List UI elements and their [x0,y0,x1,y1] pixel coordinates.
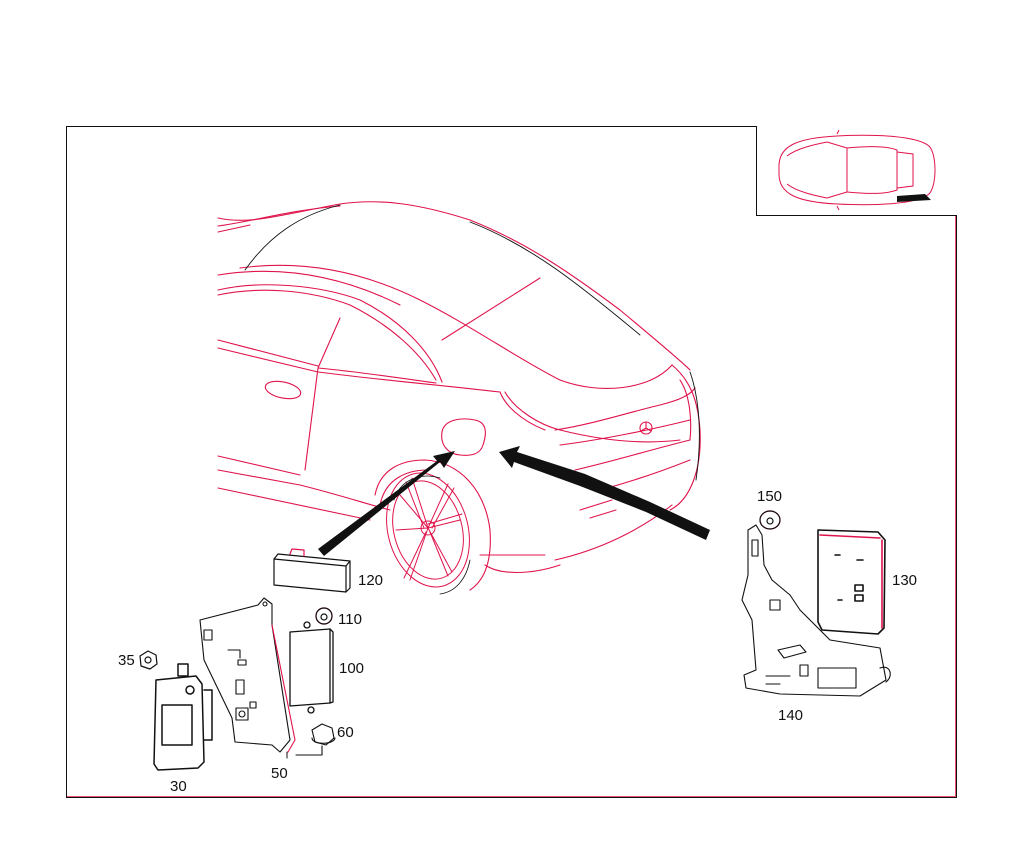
part-label-120[interactable]: 120 [358,572,384,589]
part-110-nut [315,607,333,625]
part-35-nut [139,650,158,670]
locator-inset [756,126,957,216]
part-label-35[interactable]: 35 [118,652,135,669]
car-accent-lines [244,204,700,481]
diagram-frame [66,126,957,798]
part-50-bracket [199,597,296,753]
part-label-100[interactable]: 100 [339,660,365,677]
part-130-module [817,529,886,635]
part-30-module [153,663,213,771]
car-body-lines [217,201,701,591]
car-top-view-icon [778,129,936,211]
part-120-module [273,548,351,593]
part-label-50[interactable]: 50 [271,765,288,782]
direction-arrows [318,446,710,556]
arrow-left-icon [318,451,455,556]
part-label-60[interactable]: 60 [337,724,354,741]
part-60-nut [295,723,336,756]
part-150-washer [759,510,781,530]
part-140-bracket [741,524,891,697]
part-label-140[interactable]: 140 [778,707,804,724]
part-label-130[interactable]: 130 [892,572,918,589]
part-label-110[interactable]: 110 [338,611,362,628]
part-label-150[interactable]: 150 [757,488,783,505]
part-100-module [289,621,334,714]
part-label-30[interactable]: 30 [170,778,187,795]
